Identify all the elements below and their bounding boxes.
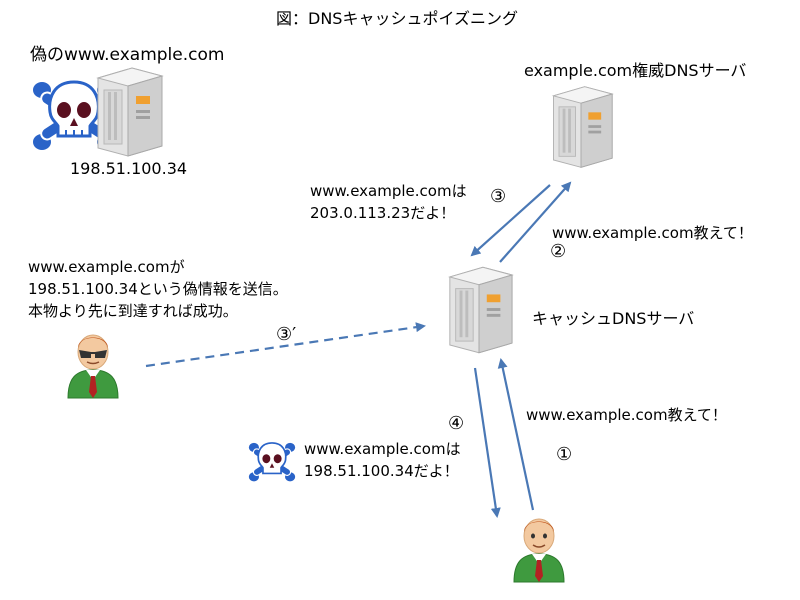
arrow-step3-prime	[145, 322, 426, 368]
step3-reply-text: www.example.comは 203.0.113.23だよ！	[310, 182, 467, 222]
step2-query-text: www.example.com教えて！	[552, 224, 753, 242]
user-person-icon	[513, 518, 565, 583]
step1-number: ①	[556, 444, 573, 465]
arrow-step2	[499, 181, 572, 263]
skull-crossbones-icon	[31, 80, 117, 152]
auth-server-icon	[551, 86, 614, 168]
auth-server-label: example.com権威DNSサーバ	[524, 61, 747, 80]
skull-crossbones-small-icon	[247, 441, 297, 483]
attacker-note-text: www.example.comが 198.51.100.34という偽情報を送信。…	[28, 258, 288, 320]
arrow-step3	[470, 184, 551, 257]
diagram-title: 図：DNSキャッシュポイズニング	[276, 9, 518, 28]
arrow-step1	[497, 358, 535, 511]
step1-query-text: www.example.com教えて！	[526, 406, 727, 424]
step4-number: ④	[448, 413, 465, 434]
step4-reply-text: www.example.comは 198.51.100.34だよ！	[304, 440, 461, 480]
arrow-step4	[473, 367, 501, 518]
cache-server-label: キャッシュDNSサーバ	[532, 309, 695, 328]
step2-number: ②	[550, 241, 567, 262]
fake-server-icon	[96, 67, 164, 157]
fake-server-ip: 198.51.100.34	[70, 159, 188, 178]
fake-server-label: 偽のwww.example.com	[30, 45, 225, 65]
step3-prime-number: ③′	[276, 324, 297, 345]
step3-number: ③	[490, 186, 507, 207]
attacker-person-icon	[67, 334, 119, 399]
cache-server-icon	[448, 266, 514, 354]
